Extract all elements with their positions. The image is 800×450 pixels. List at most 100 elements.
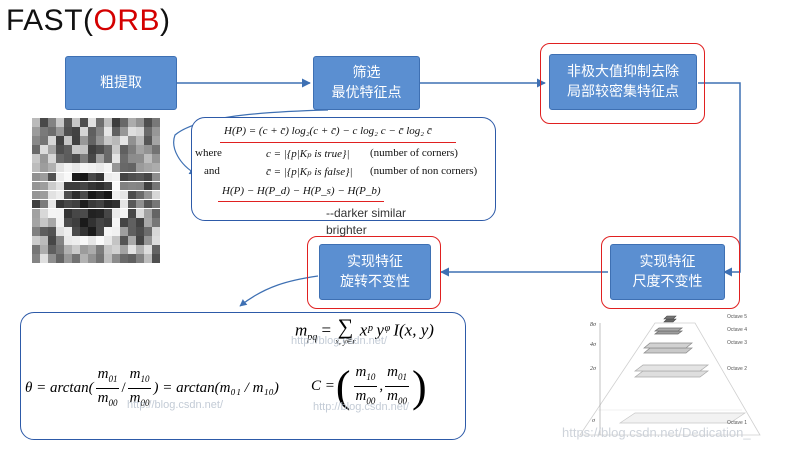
watermark-footer: https://blog.csdn.net/Dedication_ [562,425,751,440]
pixel-cell [32,190,40,200]
pixel-cell [32,245,40,254]
fast-pixel-grid-image [32,118,160,264]
pixel-cell [72,208,80,218]
pixel-cell [48,136,56,145]
pixel-cell [40,163,48,173]
pixel-cell [136,190,144,200]
pixel-cell [72,190,80,200]
pixel-cell [48,227,56,236]
pixel-cell [152,145,160,154]
pixel-cell [56,145,64,154]
arrow-rotation-to-moment [239,275,319,307]
pixel-cell [40,154,48,163]
pixel-cell [112,236,120,245]
theta-mid: ) = arctan(m₀₁ / m₁₀) [153,380,279,396]
pixel-cell [72,145,80,154]
pixel-cell [152,199,160,209]
pixel-cell [104,127,112,136]
pixel-cell [136,181,144,191]
pixel-cell [88,199,96,209]
pixel-cell [144,127,152,136]
pixel-cell [112,181,120,191]
pixel-cell [80,172,88,182]
pixel-cell [104,236,112,245]
pixel-cell [48,172,56,182]
pixel-cell [32,199,40,209]
pixel-cell [152,136,160,145]
pixel-cell [112,199,120,209]
pixel-cell [104,199,112,209]
pixel-cell [48,163,56,173]
page-title: FAST(ORB) [6,4,171,38]
pixel-cell [128,218,136,227]
pixel-cell [80,218,88,227]
pixel-cell [136,254,144,263]
pixel-cell [64,218,72,227]
pixel-cell [56,245,64,254]
and-label: and [204,165,220,177]
pixel-cell [72,199,80,209]
pixel-cell [112,127,120,136]
m01-a: m [97,366,109,382]
pixel-cell [144,154,152,163]
pixel-cell [144,208,152,218]
pixel-cell [56,254,64,263]
pixel-cell [56,172,64,182]
pixel-cell [88,236,96,245]
pixel-cell [136,236,144,245]
pixel-cell [120,236,128,245]
pixel-cell [96,227,104,236]
pixel-cell [136,245,144,254]
pixel-cell [144,254,152,263]
pixel-cell [112,208,120,218]
pixel-cell [64,236,72,245]
pixel-cell [96,245,104,254]
pixel-cell [48,199,56,209]
pixel-cell [72,181,80,191]
pixel-cell [72,218,80,227]
m10-c-sub: 10 [366,372,376,382]
pixel-cell [112,154,120,163]
pixel-cell [80,199,88,209]
note-brighter: brighter [326,223,367,237]
m00-b: m [129,390,141,406]
m00-d: m [387,388,398,404]
pixel-cell [56,199,64,209]
pixel-cell [136,163,144,173]
eq1-sub: pq [307,331,318,343]
pixel-cell [128,254,136,263]
pixel-cell [32,254,40,263]
pixel-cell [88,118,96,127]
axis-sigma: σ [592,418,595,424]
pixel-cell [72,172,80,182]
pixel-cell [144,181,152,191]
pixel-cell [96,190,104,200]
pixel-cell [48,154,56,163]
m00-c-sub: 00 [366,396,376,406]
node-scale-invariance: 实现特征 尺度不变性 [610,244,725,300]
pixel-cell [88,227,96,236]
node-nms: 非极大值抑制去除 局部较密集特征点 [549,54,697,110]
pixel-cell [152,236,160,245]
pixel-cell [144,227,152,236]
pixel-cell [80,190,88,200]
pixel-cell [48,208,56,218]
underline-entropy [220,142,456,143]
pixel-cell [40,218,48,227]
pixel-cell [32,227,40,236]
pixel-cell [40,136,48,145]
pixel-cell [112,145,120,154]
pixel-cell [128,181,136,191]
pixel-cell [80,208,88,218]
pixel-cell [48,181,56,191]
pixel-cell [144,145,152,154]
pixel-cell [152,163,160,173]
pixel-cell [144,218,152,227]
pixel-cell [136,172,144,182]
moment-formula-panel: mpq = ∑ x, y∈r xᵖ yᵠ I(x, y) θ = arctan(… [20,312,466,440]
pixel-cell [96,163,104,173]
pixel-cell [120,227,128,236]
pixel-cell [112,172,120,182]
pixel-cell [128,236,136,245]
